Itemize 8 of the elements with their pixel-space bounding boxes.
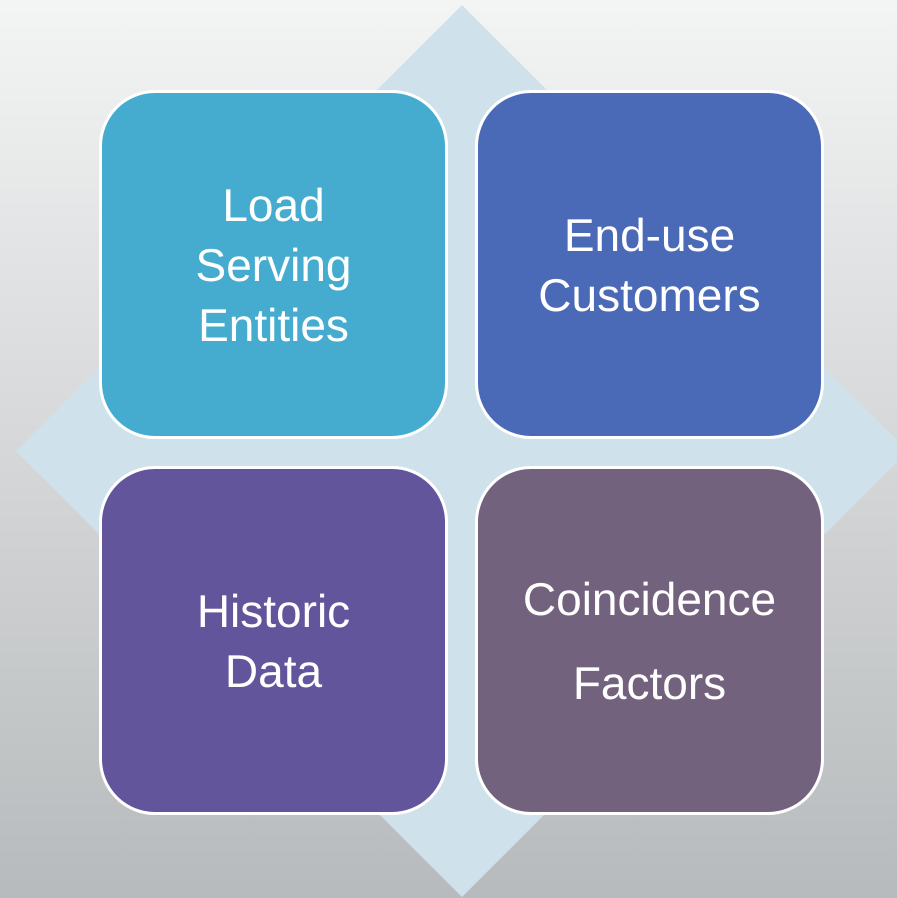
box-label: Load Serving Entities [194, 178, 352, 352]
box-label: Coincidence Factors [522, 572, 778, 710]
rounded-box [99, 90, 448, 439]
rounded-box [475, 466, 824, 815]
rounded-box [99, 466, 448, 815]
rounded-box [475, 90, 824, 439]
box-label: Historic Data [196, 584, 352, 698]
box-label: End-use Customers [537, 208, 762, 322]
